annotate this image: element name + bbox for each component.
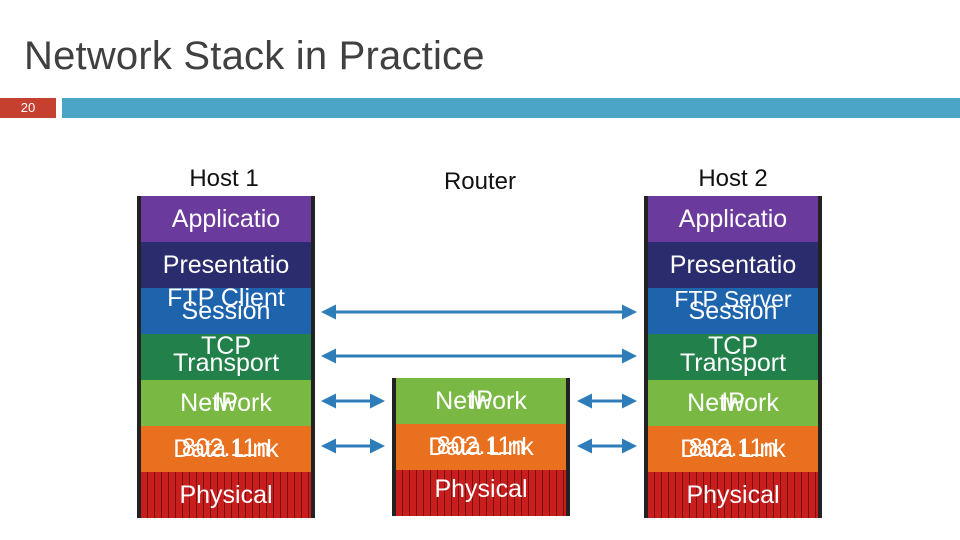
layer-label: Applicatio [171,204,281,233]
host2-presentation-layer: Presentatio [644,242,822,288]
layer-label: Network [180,388,272,417]
router-stack: Network IP Data Link 802.11n Physical [392,378,570,516]
layer-overlay-label: TCP [708,334,758,360]
layer-overlay-label: FTP Server [674,288,792,312]
layer-label: Physical [686,480,780,509]
slide-title: Network Stack in Practice [24,34,485,78]
host2-data-link-layer: Data Link 802.11n [644,426,822,472]
layer-overlay-label: 802.11n [181,434,271,462]
host1-data-link-layer: Data Link 802.11n [137,426,315,472]
layer-label: Data Link [173,434,279,463]
host2-network-layer: Network IP [644,380,822,426]
host1-presentation-layer: Presentatio [137,242,315,288]
router-title: Router [443,168,517,195]
layer-label: Data Link [428,432,534,461]
slide-number: 20 [0,98,56,118]
layer-label: Session [181,296,271,325]
layer-label: Physical [179,480,273,509]
layer-overlay-label: 802.11n [436,432,526,460]
layer-overlay-label: TCP [201,334,251,360]
host2-stack: Applicatio Presentatio Session FTP Serve… [644,196,822,518]
host2-title: Host 2 [698,165,768,192]
host2-session-layer: Session FTP Server [644,288,822,334]
layer-label: Physical [434,474,528,503]
layer-overlay-label: 802.11n [688,434,778,462]
host1-network-layer: Network IP [137,380,315,426]
layer-overlay-label: IP [469,386,493,414]
host1-title: Host 1 [189,165,259,192]
layer-label: Data Link [680,434,786,463]
layer-label: Presentatio [162,250,290,279]
layer-label: Session [688,296,778,325]
host2-transport-layer: Transport TCP [644,334,822,380]
layer-overlay-label: IP [721,388,745,416]
router-physical-layer: Physical [392,470,570,516]
layer-overlay-label: FTP Client [167,288,285,312]
router-network-layer: Network IP [392,378,570,424]
host2-physical-layer: Physical [644,472,822,518]
host1-stack: Applicatio Presentatio Session FTP Clien… [137,196,315,518]
host2-application-layer: Applicatio [644,196,822,242]
host1-application-layer: Applicatio [137,196,315,242]
layer-label: Presentatio [669,250,797,279]
router-data-link-layer: Data Link 802.11n [392,424,570,470]
accent-bar [62,98,960,118]
layer-label: Transport [172,348,280,377]
layer-overlay-label: IP [214,388,238,416]
host1-session-layer: Session FTP Client [137,288,315,334]
layer-label: Network [435,386,527,415]
layer-label: Applicatio [678,204,788,233]
host1-transport-layer: Transport TCP [137,334,315,380]
layer-label: Transport [679,348,787,377]
layer-label: Network [687,388,779,417]
host1-physical-layer: Physical [137,472,315,518]
